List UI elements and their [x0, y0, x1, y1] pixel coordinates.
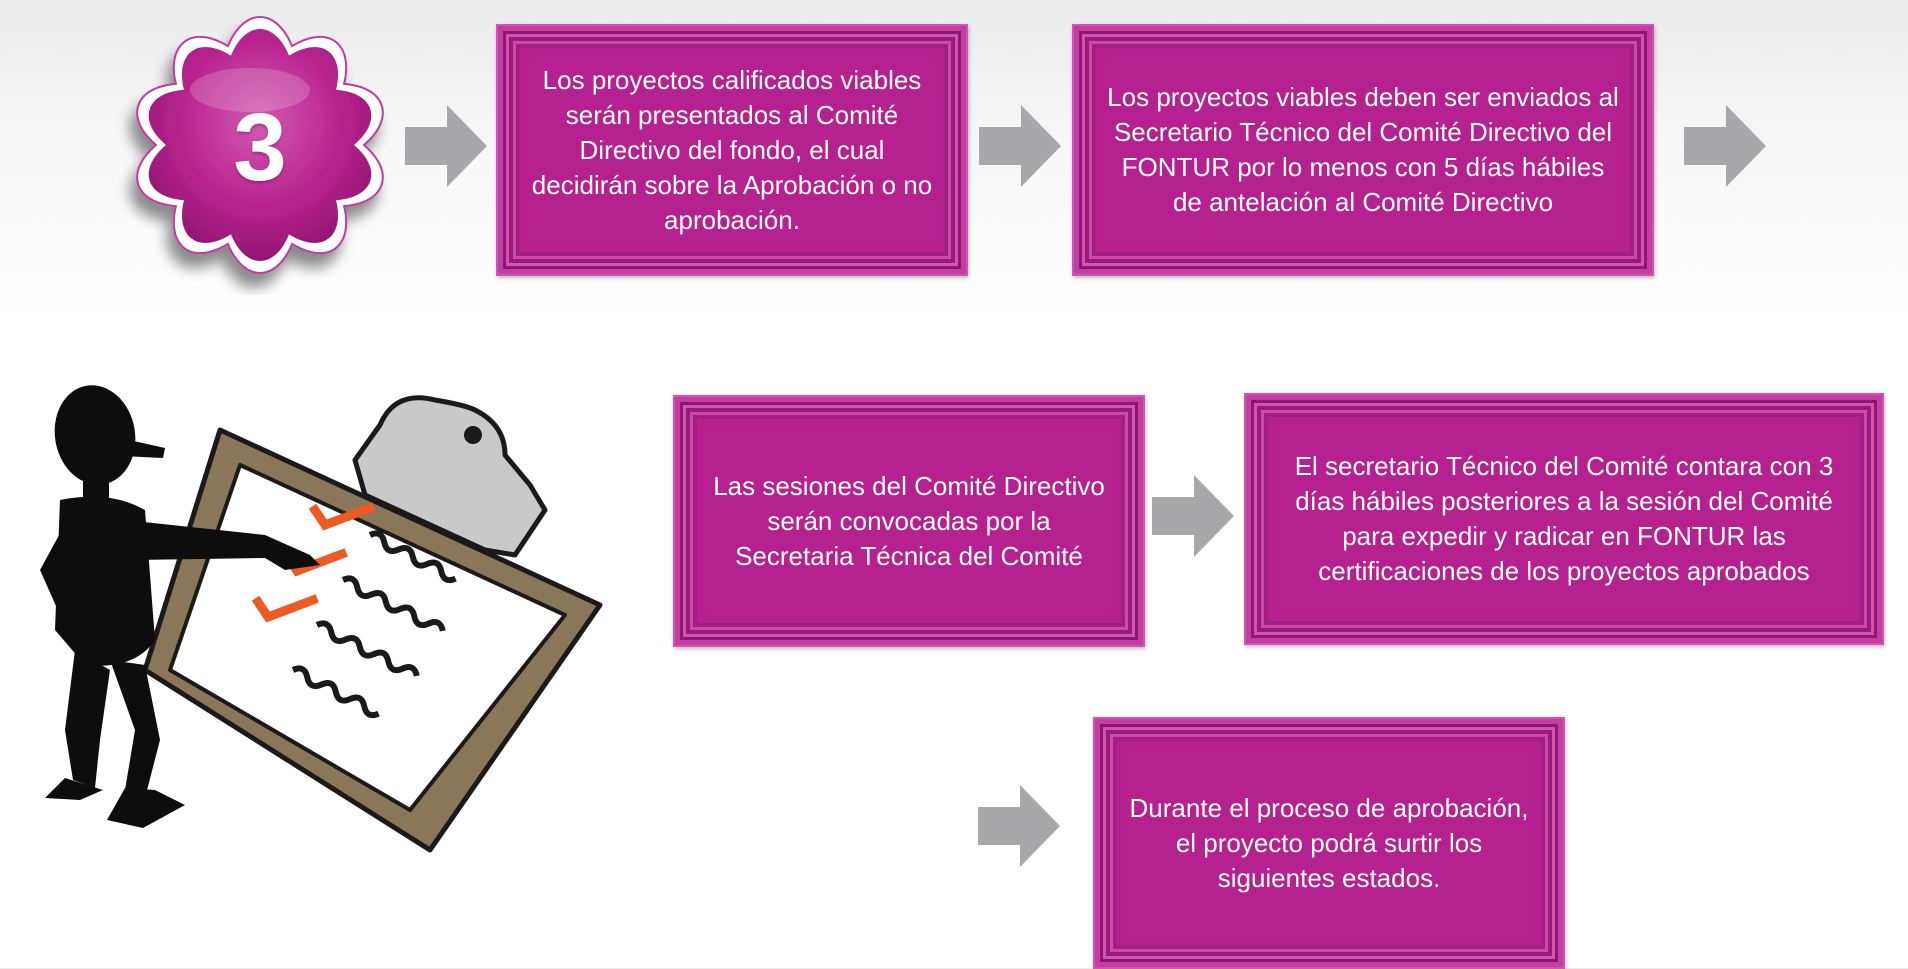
step-text-1: Los proyectos calificados viables serán …	[531, 64, 933, 235]
step-text-2: Los proyectos viables deben ser enviados…	[1107, 82, 1619, 217]
step-text-4: El secretario Técnico del Comité contara…	[1294, 451, 1834, 586]
step-text-3: Las sesiones del Comité Directivo serán …	[713, 470, 1105, 571]
right-arrow-icon	[1152, 475, 1234, 557]
step-box-4: El secretario Técnico del Comité contara…	[1244, 393, 1884, 645]
flower-badge-highlight	[190, 68, 310, 112]
step-box-5: Durante el proceso de aprobación, el pro…	[1093, 717, 1565, 969]
right-arrow-icon	[1684, 105, 1766, 187]
person-checklist-clipboard-icon	[40, 385, 603, 853]
step-box-2: Los proyectos viables deben ser enviados…	[1072, 24, 1654, 276]
right-arrow-icon	[979, 105, 1061, 187]
right-arrow-icon	[978, 785, 1060, 867]
step-box-3: Las sesiones del Comité Directivo serán …	[673, 395, 1145, 647]
step-number: 3	[233, 94, 287, 201]
step-text-5: Durante el proceso de aprobación, el pro…	[1129, 792, 1529, 893]
step-box-1: Los proyectos calificados viables serán …	[496, 24, 968, 276]
flower-badge-icon	[136, 15, 384, 275]
right-arrow-icon	[405, 105, 487, 187]
